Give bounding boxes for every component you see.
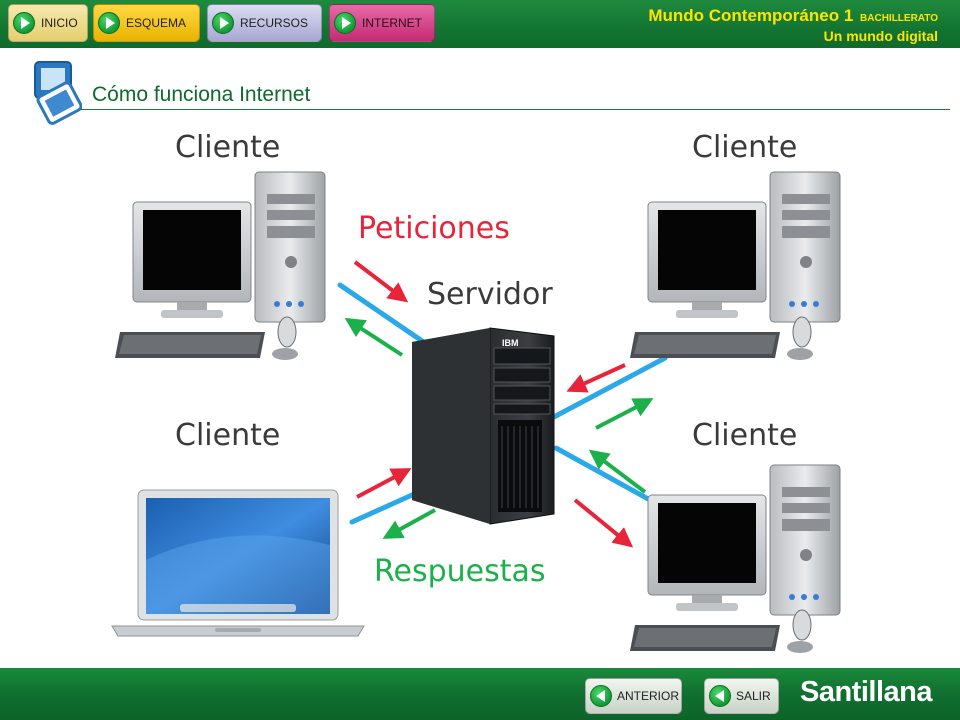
internet-button[interactable]: INTERNET (329, 4, 435, 42)
response-arrow (595, 398, 654, 430)
client-label-bottom-right: Cliente (692, 418, 797, 453)
server-brand-label: IBM (502, 338, 519, 348)
previous-label: ANTERIOR (617, 689, 680, 703)
request-arrow (356, 468, 412, 499)
client-desktop-top-right (630, 171, 841, 360)
link-top-right (549, 355, 668, 421)
bottom-navigation-bar: ANTERIOR SALIR Santillana (0, 668, 960, 720)
inicio-button[interactable]: INICIO (8, 4, 88, 42)
recursos-label: RECURSOS (240, 16, 309, 30)
client-label-top-left: Cliente (175, 130, 280, 165)
book-title: Mundo Contemporáneo 1 BACHILLERATO (648, 6, 938, 26)
recursos-button[interactable]: RECURSOS (207, 4, 322, 42)
requests-label: Peticiones (358, 211, 510, 246)
response-arrows (344, 317, 654, 539)
server-tower: IBM (412, 327, 555, 525)
esquema-label: ESQUEMA (126, 16, 187, 30)
client-desktop-top-left (115, 171, 326, 360)
internet-diagram: IBM Cliente Cliente Cliente Cliente Serv… (111, 130, 841, 653)
back-arrow-icon (709, 685, 731, 707)
previous-button[interactable]: ANTERIOR (585, 678, 682, 714)
esquema-button[interactable]: ESQUEMA (93, 4, 200, 42)
internet-label: INTERNET (362, 16, 422, 30)
book-level: BACHILLERATO (860, 13, 938, 24)
response-arrow (344, 317, 404, 357)
link-top-left (337, 282, 431, 348)
exit-button[interactable]: SALIR (704, 678, 779, 714)
play-icon (212, 12, 234, 34)
response-arrow (588, 449, 647, 494)
responses-label: Respuestas (374, 554, 546, 589)
back-arrow-icon (590, 685, 612, 707)
request-arrow (566, 363, 626, 393)
request-arrow (353, 260, 409, 303)
play-icon (98, 12, 120, 34)
request-arrow (573, 498, 634, 548)
book-title-text: Mundo Contemporáneo 1 (648, 6, 854, 25)
top-navigation-bar: INICIO ESQUEMA RECURSOS INTERNET Mundo C… (0, 0, 960, 48)
play-icon (334, 12, 356, 34)
window-pages-icon (34, 61, 82, 125)
santillana-logo: Santillana (800, 676, 933, 708)
client-desktop-bottom-right (630, 464, 841, 653)
client-label-top-right: Cliente (692, 130, 797, 165)
inicio-label: INICIO (41, 16, 78, 30)
unit-subtitle: Un mundo digital (823, 28, 938, 44)
client-laptop-bottom-left (111, 489, 365, 637)
server-label: Servidor (427, 277, 553, 312)
title-divider (80, 109, 950, 110)
link-bottom-right (553, 445, 653, 503)
play-icon (13, 12, 35, 34)
exit-label: SALIR (736, 689, 771, 703)
request-arrows (353, 260, 634, 548)
response-arrow (382, 508, 436, 539)
page-title: Cómo funciona Internet (92, 83, 311, 106)
client-label-bottom-left: Cliente (175, 418, 280, 453)
